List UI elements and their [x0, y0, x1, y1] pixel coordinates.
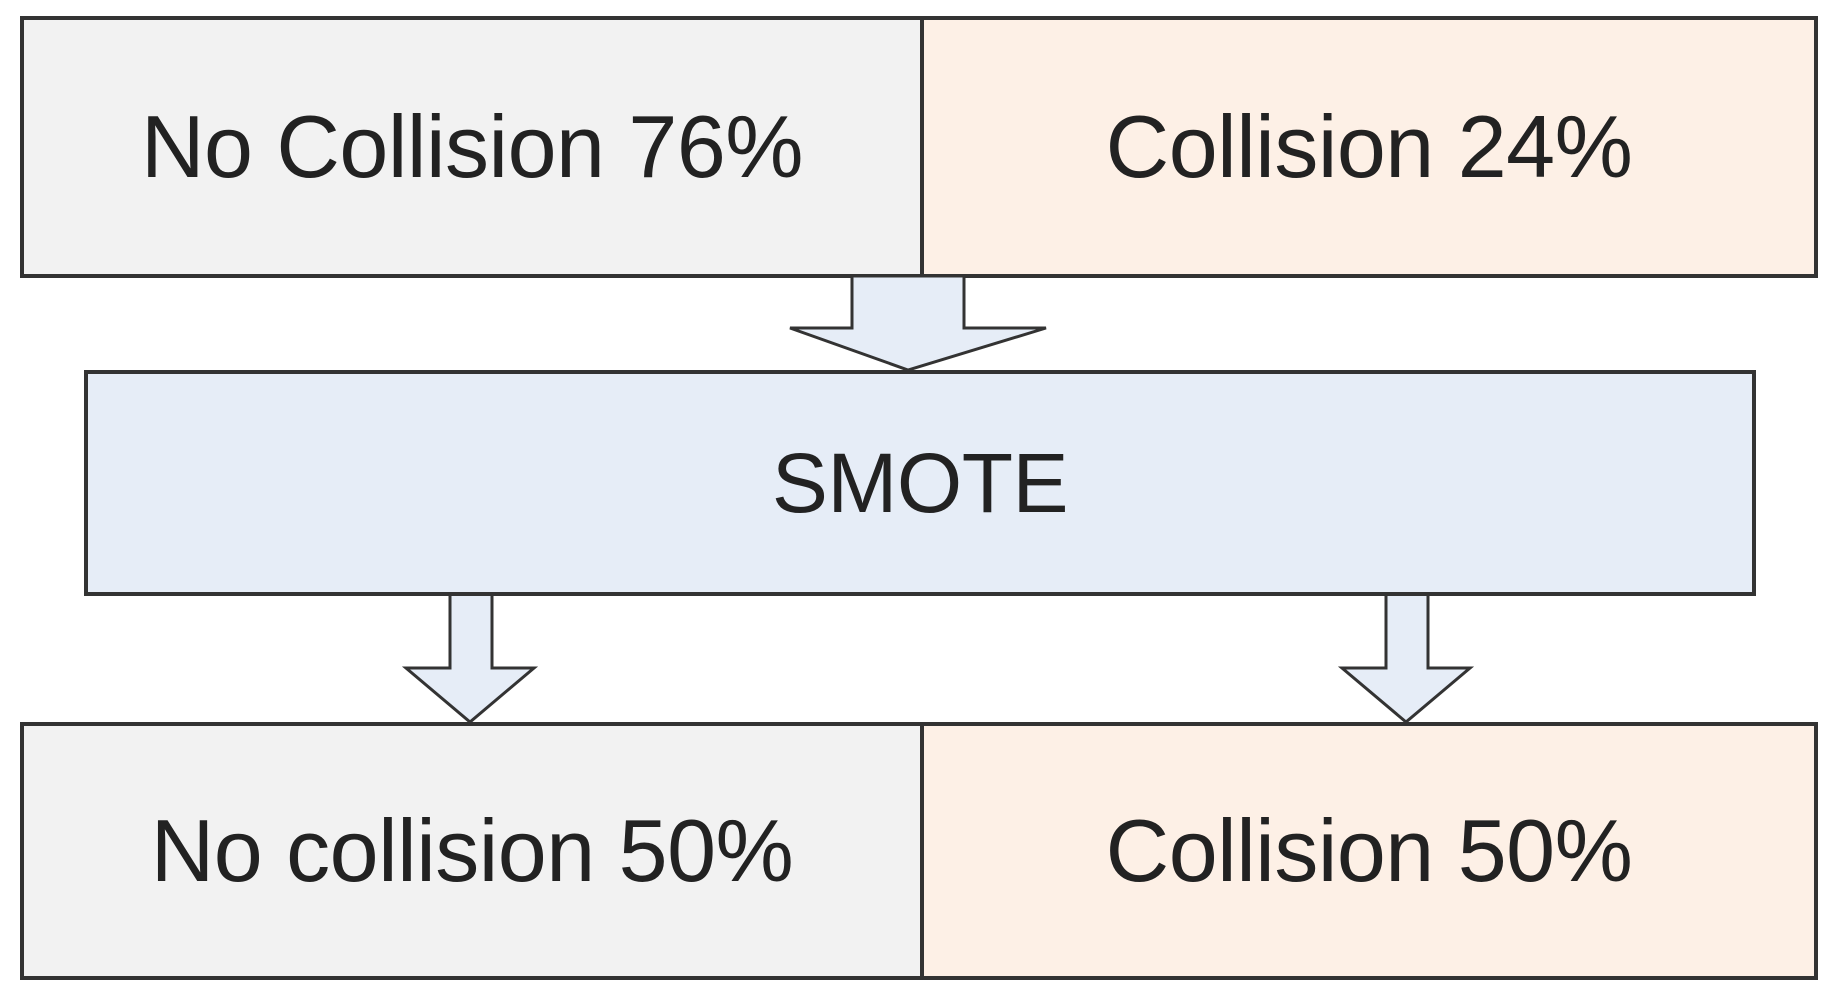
no-collision-original-box: No Collision 76%	[20, 16, 924, 278]
collision-balanced-label: Collision 50%	[1105, 801, 1633, 900]
smote-label: SMOTE	[771, 435, 1069, 530]
arrow-down-icon	[401, 592, 539, 724]
arrow-down-icon	[789, 274, 1047, 372]
smote-process-box: SMOTE	[84, 370, 1756, 596]
collision-original-box: Collision 24%	[920, 16, 1818, 278]
collision-balanced-box: Collision 50%	[920, 722, 1818, 980]
no-collision-balanced-label: No collision 50%	[150, 801, 794, 900]
arrow-down-icon	[1337, 592, 1475, 724]
no-collision-balanced-box: No collision 50%	[20, 722, 924, 980]
collision-original-label: Collision 24%	[1105, 97, 1633, 196]
no-collision-original-label: No Collision 76%	[140, 97, 804, 196]
